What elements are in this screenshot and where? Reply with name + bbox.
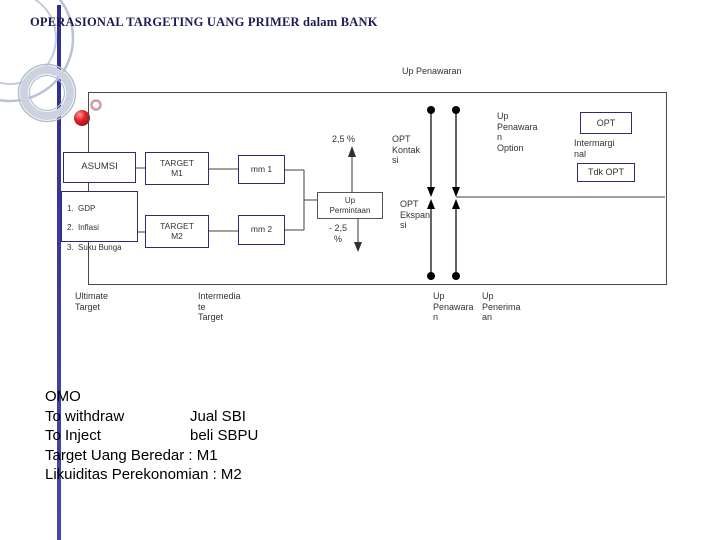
note-label: OMO: [45, 388, 81, 405]
note-label: Target Uang Beredar : M1: [45, 446, 218, 464]
up-penawaran-option-label: Up Penawara n Option: [497, 111, 538, 153]
note-row: Target Uang Beredar : M1: [45, 446, 258, 466]
assumption-number: 1.: [67, 204, 74, 214]
assumption-item: 3. Suku Bunga: [67, 243, 135, 253]
assumption-label: Suku Bunga: [78, 242, 122, 252]
up-penawaran-bottom-label: Up Penawara n: [433, 291, 474, 323]
rate-down-label: - 2,5 %: [328, 223, 347, 244]
note-label: To Inject: [45, 427, 101, 444]
assumption-label: GDP: [78, 204, 96, 214]
note-value: Jual SBI: [190, 407, 246, 425]
rate-up-label: 2,5 %: [332, 134, 356, 144]
opt-kontraksi-label: OPT Kontak si: [392, 134, 421, 166]
up-penawaran-top-label: Up Penawaran: [402, 66, 462, 76]
ultimate-target-label: Ultimate Target: [75, 291, 109, 312]
intermediate-target-label: Intermedia te Target: [198, 291, 241, 323]
target-m2-box: TARGET M2: [145, 215, 209, 248]
assumption-number: 2.: [67, 223, 74, 233]
mm2-box: mm 2: [238, 215, 285, 245]
note-value: beli SBPU: [190, 427, 259, 444]
diagram-frame: [88, 92, 667, 285]
assumptions-box: 1. GDP 2. Inflasi 3. Suku Bunga: [61, 191, 138, 252]
target-m1-box: TARGET M1: [145, 152, 209, 185]
note-row: Likuiditas Perekonomian : M2: [45, 465, 258, 485]
slide-title: OPERASIONAL TARGETING UANG PRIMER dalam …: [30, 15, 378, 29]
opt-ekspansi-label: OPT Ekspan si: [400, 199, 431, 231]
note-row: OMO: [45, 387, 258, 407]
assumption-item: 1. GDP: [67, 204, 135, 214]
mm1-box: mm 1: [238, 155, 285, 184]
up-penerimaan-bottom-label: Up Penerima an: [482, 291, 521, 323]
left-accent-bar: [57, 5, 61, 540]
tdk-opt-box: Tdk OPT: [577, 163, 635, 182]
note-row: To Inject beli SBPU: [45, 426, 258, 446]
note-label: Likuiditas Perekonomian : M2: [45, 466, 242, 483]
note-label: To withdraw: [45, 407, 125, 425]
assumption-item: 2. Inflasi: [67, 223, 135, 233]
notes-block: OMO To withdraw Jual SBI To Inject beli …: [45, 387, 258, 485]
opt-box: OPT: [580, 112, 632, 134]
intermarginal-label: Intermargi nal: [574, 138, 615, 159]
up-permintaan-box: Up Permintaan: [317, 192, 383, 219]
asumsi-box: ASUMSI: [63, 152, 136, 183]
note-row: To withdraw Jual SBI: [45, 407, 258, 427]
assumption-number: 3.: [67, 242, 74, 252]
assumption-label: Inflasi: [78, 223, 99, 233]
